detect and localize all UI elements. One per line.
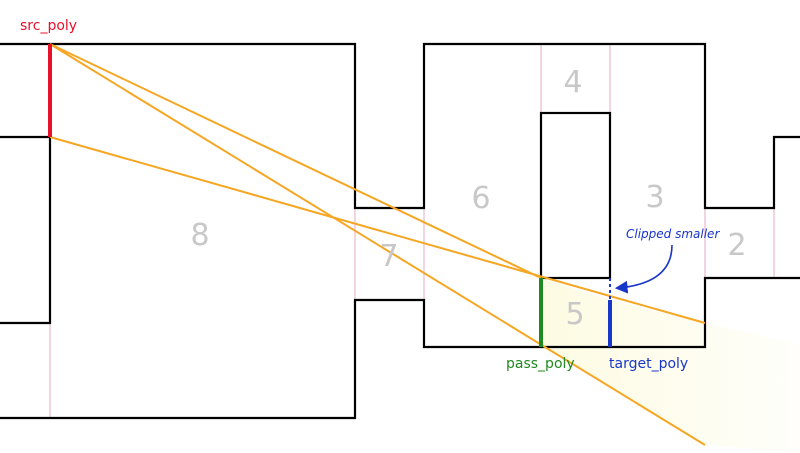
ray-lower: [49, 136, 706, 324]
region-6-label: 6: [471, 181, 490, 216]
region-8-label: 8: [190, 218, 209, 253]
pass-poly-label: pass_poly: [506, 356, 575, 372]
clipped-arrow: [614, 244, 673, 294]
wall-lower: [0, 276, 800, 420]
region-2-label: 2: [727, 228, 746, 263]
ray-upper: [49, 43, 706, 446]
wall-pillar: [539, 111, 612, 280]
src-poly-label: src_poly: [20, 18, 77, 34]
ray-upper-2: [49, 43, 542, 279]
region-4-label: 4: [563, 65, 582, 100]
wall-region-8-bottom: [0, 135, 52, 325]
rays: [49, 43, 706, 446]
walls: [0, 42, 800, 420]
region-5-label: 5: [565, 297, 584, 332]
wall-region-8: [0, 42, 800, 210]
visibility-frustum: [541, 278, 800, 453]
region-7-label: 7: [379, 239, 398, 274]
target-poly-label: target_poly: [609, 356, 688, 372]
clipped-note-label: Clipped smaller: [626, 227, 720, 241]
region-3-label: 3: [645, 180, 664, 215]
